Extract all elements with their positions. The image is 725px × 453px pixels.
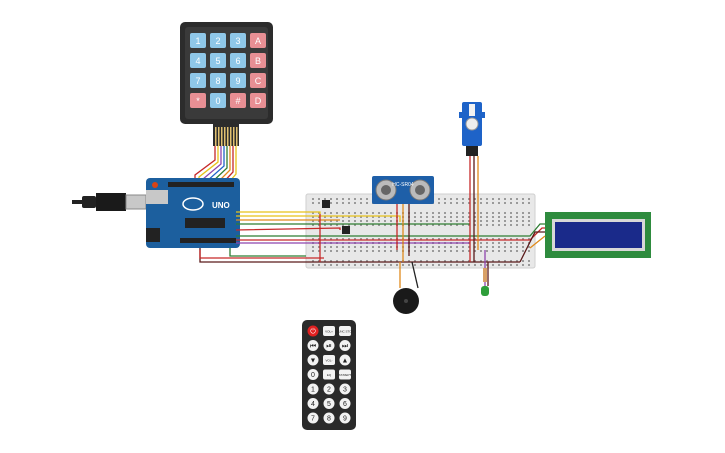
remote-key-4: ⏯ (323, 340, 335, 351)
remote-key-20: 9 (339, 412, 351, 424)
keypad-key-1: 1 (190, 33, 206, 48)
ir-receiver (322, 200, 330, 208)
keypad-key-4: 4 (190, 53, 206, 68)
breadboard (305, 193, 536, 269)
svg-text:⏯: ⏯ (326, 343, 332, 350)
svg-text:FUNC STOP: FUNC STOP (336, 330, 353, 334)
remote-key-12: 1 (307, 383, 319, 395)
svg-text:7: 7 (195, 76, 200, 86)
arduino-board: UNO (146, 178, 240, 248)
svg-text:▼: ▼ (310, 358, 317, 365)
led-green (481, 286, 489, 296)
keypad-key-D: D (250, 93, 266, 108)
svg-text:5: 5 (327, 401, 331, 408)
usb-cable (72, 193, 147, 211)
lcd-display (545, 212, 651, 258)
keypad-key-2: 2 (210, 33, 226, 48)
remote-key-14: 3 (339, 383, 351, 395)
keypad-key-star: * (190, 93, 206, 108)
keypad-key-7: 7 (190, 73, 206, 88)
keypad-key-B: B (250, 53, 266, 68)
remote-key-11: ST/REPT (339, 369, 352, 380)
svg-text:4: 4 (195, 56, 200, 66)
keypad-key-3: 3 (230, 33, 246, 48)
svg-text:⏭: ⏭ (342, 343, 349, 350)
svg-text:*: * (196, 96, 200, 106)
svg-text:9: 9 (235, 76, 240, 86)
remote-key-13: 2 (323, 383, 335, 395)
remote-key-17: 6 (339, 398, 351, 409)
circuit-wires (199, 156, 546, 289)
arduino-model-label: UNO (212, 201, 230, 210)
svg-text:⏮: ⏮ (310, 343, 316, 350)
ir-remote: ⏻ VOL+FUNC STOP ⏮ ⏯ ⏭ ▼ VOL- ▲ 0 EQ ST/REPT 1 2 3 4 5 6 7… (302, 320, 356, 430)
svg-text:8: 8 (215, 76, 220, 86)
remote-key-2: FUNC STOP (336, 326, 354, 336)
remote-key-6: ▼ (307, 354, 319, 366)
keypad-key-A: A (250, 33, 266, 48)
remote-key-16: 5 (323, 398, 335, 409)
keypad-key-5: 5 (210, 53, 226, 68)
remote-key-0: ⏻ (307, 325, 319, 337)
remote-key-8: ▲ (339, 354, 351, 366)
keypad-key-9: 9 (230, 73, 246, 88)
keypad: 1 2 3 A 4 5 6 B 7 8 9 C * 0 # D (180, 22, 273, 146)
resistor (483, 268, 487, 282)
keypad-key-6: 6 (230, 53, 246, 68)
svg-text:8: 8 (327, 416, 331, 423)
svg-text:1: 1 (195, 36, 200, 46)
svg-text:1: 1 (311, 387, 315, 394)
remote-key-5: ⏭ (339, 340, 351, 351)
svg-text:#: # (235, 96, 240, 106)
svg-text:0: 0 (215, 96, 220, 106)
svg-text:ST/REPT: ST/REPT (339, 373, 352, 377)
svg-text:5: 5 (215, 56, 220, 66)
svg-text:4: 4 (311, 401, 315, 408)
svg-text:B: B (255, 56, 261, 66)
svg-text:6: 6 (343, 401, 347, 408)
svg-text:6: 6 (235, 56, 240, 66)
svg-text:C: C (255, 76, 262, 86)
ultrasonic-sensor: HC-SR04 (372, 176, 434, 204)
svg-text:⏻: ⏻ (310, 328, 316, 336)
remote-key-9: 0 (307, 369, 319, 380)
keypad-key-C: C (250, 73, 266, 88)
remote-key-18: 7 (307, 412, 319, 424)
ultrasonic-label: HC-SR04 (392, 182, 414, 188)
svg-text:D: D (255, 96, 262, 106)
remote-key-7: VOL- (323, 355, 335, 365)
svg-text:9: 9 (343, 416, 347, 423)
svg-text:2: 2 (215, 36, 220, 46)
svg-text:VOL+: VOL+ (325, 330, 333, 334)
svg-text:7: 7 (311, 416, 315, 423)
remote-key-10: EQ (323, 369, 335, 380)
svg-text:3: 3 (235, 36, 240, 46)
svg-text:EQ: EQ (327, 373, 332, 377)
keypad-key-8: 8 (210, 73, 226, 88)
remote-key-15: 4 (307, 398, 319, 409)
transistor (342, 226, 350, 234)
svg-text:A: A (255, 36, 261, 46)
keypad-key-hash: # (230, 93, 246, 108)
remote-key-3: ⏮ (307, 340, 319, 351)
remote-key-1: VOL+ (323, 326, 335, 336)
svg-text:▲: ▲ (342, 358, 349, 365)
buzzer (393, 288, 419, 314)
svg-text:3: 3 (343, 387, 347, 394)
svg-text:2: 2 (327, 387, 331, 394)
remote-key-19: 8 (323, 412, 335, 424)
svg-text:VOL-: VOL- (325, 359, 332, 363)
servo-motor (459, 102, 485, 156)
keypad-key-0: 0 (210, 93, 226, 108)
svg-text:0: 0 (311, 372, 315, 379)
